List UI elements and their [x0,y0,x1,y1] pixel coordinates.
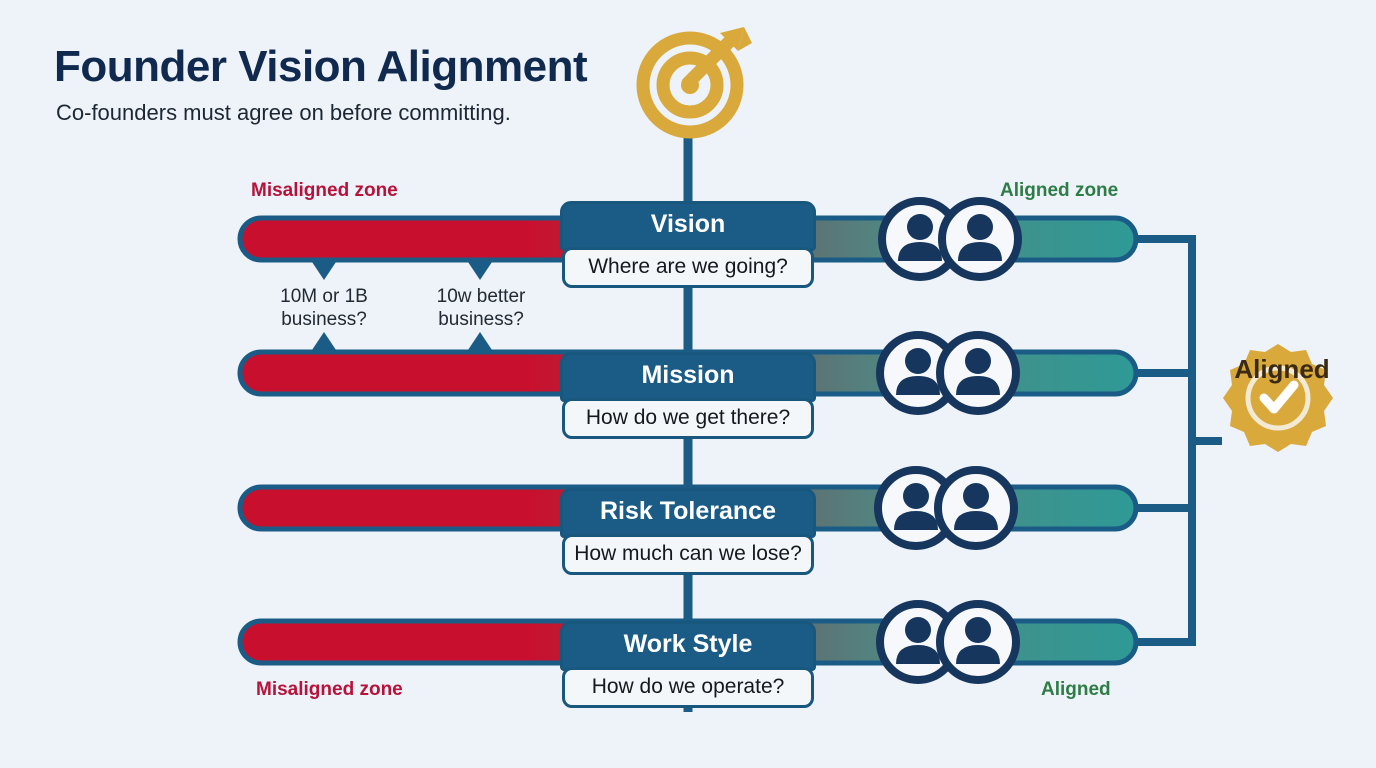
people-pair-icon-work-style [876,600,1020,684]
card-vision-question: Where are we going? [562,247,814,288]
card-work-style-question: How do we operate? [562,667,814,708]
card-work-style[interactable]: Work Style How do we operate? [560,621,816,708]
card-risk-tolerance-title: Risk Tolerance [560,488,816,538]
card-mission-question: How do we get there? [562,398,814,439]
misaligned-zone-label-top: Misaligned zone [251,180,398,201]
target-arrow-icon [636,27,752,139]
annotation-1-line2: business? [281,309,367,331]
aligned-zone-label-bottom: Aligned [1041,679,1111,700]
card-work-style-title: Work Style [560,621,816,671]
people-pair-icon-vision [878,197,1022,281]
page-subtitle: Co-founders must agree on before committ… [56,100,511,125]
page-title: Founder Vision Alignment [54,42,588,91]
card-risk-tolerance[interactable]: Risk Tolerance How much can we lose? [560,488,816,575]
misaligned-zone-label-bottom: Misaligned zone [256,679,403,700]
aligned-badge: Aligned [1222,352,1342,385]
annotation-1-line1: 10M or 1B [280,286,368,307]
card-mission-title: Mission [560,352,816,402]
card-vision[interactable]: Vision Where are we going? [560,201,816,288]
aligned-zone-label-top: Aligned zone [1000,180,1119,201]
annotation-2-line1: 10w better [436,286,526,307]
card-mission[interactable]: Mission How do we get there? [560,352,816,439]
people-pair-icon-mission [876,331,1020,415]
aligned-badge-label: Aligned [1234,354,1330,384]
card-vision-title: Vision [560,201,816,251]
annotation-2: 10w better business? [420,285,542,331]
right-bracket-connector [1136,235,1222,646]
annotation-1: 10M or 1B business? [264,285,384,331]
card-risk-tolerance-question: How much can we lose? [562,534,814,575]
people-pair-icon-risk-tolerance [874,466,1018,550]
annotation-2-line2: business? [438,309,524,331]
